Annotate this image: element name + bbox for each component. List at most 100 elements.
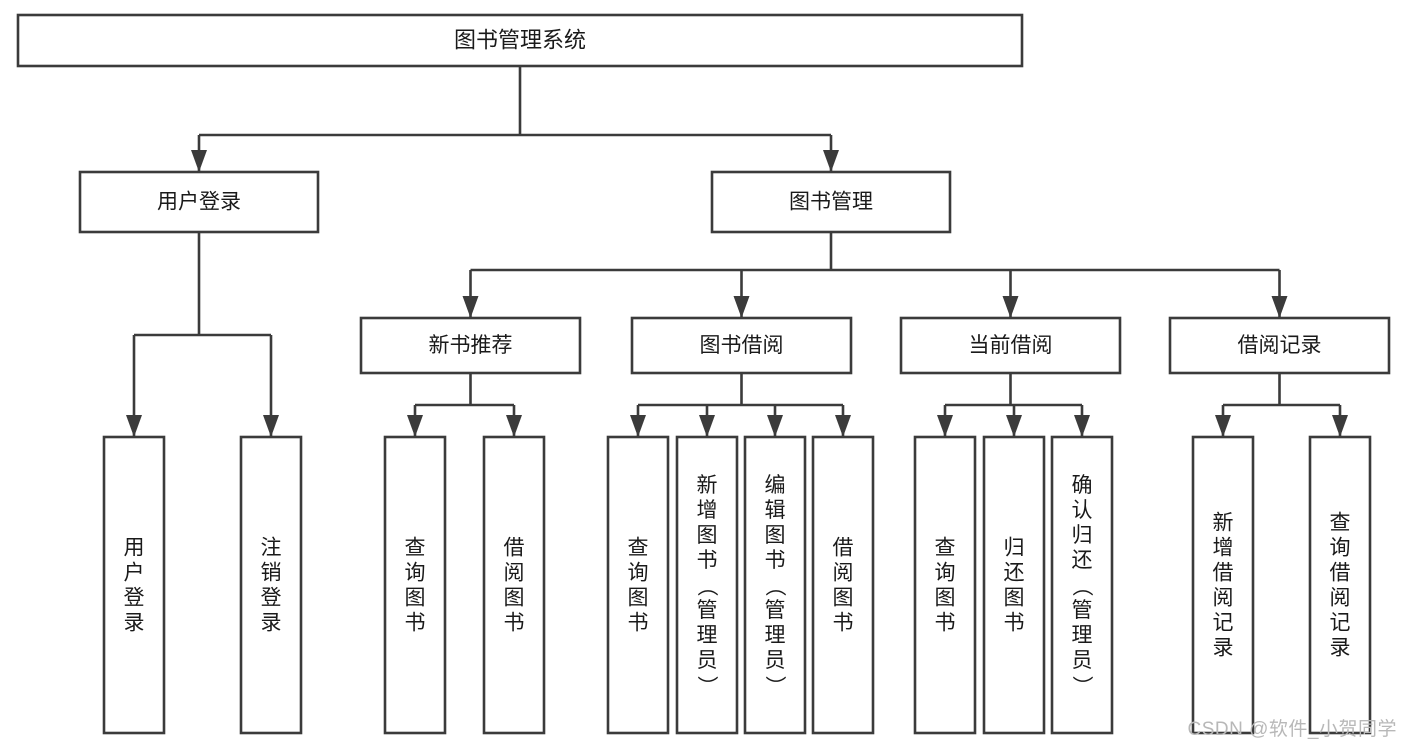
svg-text:询: 询: [935, 562, 956, 585]
node-level3-current-borrow[interactable]: 当前借阅: [899, 316, 1122, 375]
arrow-head-icon: [630, 415, 646, 437]
svg-text:认: 认: [1072, 499, 1093, 522]
svg-text:阅: 阅: [1330, 587, 1351, 610]
node-rect[interactable]: [743, 435, 807, 735]
svg-text:借: 借: [1213, 562, 1234, 585]
node-label: 当前借阅: [969, 334, 1053, 357]
svg-text:管: 管: [765, 599, 786, 622]
svg-text:图: 图: [405, 587, 426, 610]
svg-text:记: 记: [1213, 612, 1234, 635]
svg-text:（: （: [1070, 576, 1093, 597]
node-rect[interactable]: [675, 435, 739, 735]
svg-text:还: 还: [1004, 562, 1025, 585]
arrow-head-icon: [1006, 415, 1022, 437]
svg-text:管: 管: [697, 599, 718, 622]
svg-text:（: （: [763, 576, 786, 597]
node-rect[interactable]: [482, 435, 546, 735]
svg-text:）: ）: [695, 676, 718, 697]
svg-text:登: 登: [124, 587, 145, 610]
node-leaf-leaf-user-login[interactable]: 用户登录: [102, 435, 166, 735]
arrow-head-icon: [1074, 415, 1090, 437]
svg-text:阅: 阅: [833, 562, 854, 585]
arrow-head-icon: [1332, 415, 1348, 437]
node-rect[interactable]: [811, 435, 875, 735]
svg-text:新: 新: [1213, 512, 1234, 535]
svg-text:书: 书: [1004, 612, 1025, 635]
node-level3-book-borrow[interactable]: 图书借阅: [630, 316, 853, 375]
arrow-head-icon: [1215, 415, 1231, 437]
node-rect[interactable]: [359, 316, 582, 375]
arrow-head-icon: [699, 415, 715, 437]
svg-text:员: 员: [765, 649, 786, 672]
svg-text:图: 图: [628, 587, 649, 610]
svg-text:理: 理: [1072, 624, 1093, 647]
node-rect[interactable]: [1050, 435, 1114, 735]
svg-text:询: 询: [628, 562, 649, 585]
node-rect[interactable]: [383, 435, 447, 735]
node-label: 借阅记录: [1238, 334, 1322, 357]
node-rect[interactable]: [1191, 435, 1255, 735]
node-rect[interactable]: [1308, 435, 1372, 735]
connector-layer: [126, 66, 1348, 437]
arrow-head-icon: [835, 415, 851, 437]
svg-text:图: 图: [697, 524, 718, 547]
node-rect[interactable]: [899, 316, 1122, 375]
svg-text:查: 查: [1330, 512, 1351, 535]
node-level2-book-management[interactable]: 图书管理: [710, 170, 952, 234]
arrow-head-icon: [937, 415, 953, 437]
svg-text:阅: 阅: [504, 562, 525, 585]
svg-text:借: 借: [504, 537, 525, 560]
svg-text:归: 归: [1072, 524, 1093, 547]
node-rect[interactable]: [606, 435, 670, 735]
svg-text:登: 登: [261, 587, 282, 610]
svg-text:用: 用: [124, 537, 145, 560]
svg-text:增: 增: [1213, 537, 1234, 560]
arrow-head-icon: [823, 150, 839, 172]
node-rect[interactable]: [913, 435, 977, 735]
svg-text:记: 记: [1330, 612, 1351, 635]
node-label: 用户登录: [157, 191, 241, 214]
node-rect[interactable]: [710, 170, 952, 234]
node-label: 用户登录: [124, 537, 145, 635]
node-rect[interactable]: [16, 13, 1024, 68]
svg-text:录: 录: [124, 612, 145, 635]
node-root[interactable]: 图书管理系统: [16, 13, 1024, 68]
arrow-head-icon: [191, 150, 207, 172]
node-rect[interactable]: [1168, 316, 1391, 375]
node-rect[interactable]: [239, 435, 303, 735]
node-level2-user-login[interactable]: 用户登录: [78, 170, 320, 234]
svg-text:管: 管: [1072, 599, 1093, 622]
arrow-head-icon: [1002, 296, 1019, 318]
svg-text:注: 注: [261, 537, 282, 560]
node-level3-borrow-record[interactable]: 借阅记录: [1168, 316, 1391, 375]
arrow-head-icon: [462, 296, 479, 318]
svg-text:书: 书: [405, 612, 426, 635]
node-rect[interactable]: [102, 435, 166, 735]
svg-text:书: 书: [935, 612, 956, 635]
node-level3-new-book-recommend[interactable]: 新书推荐: [359, 316, 582, 375]
svg-text:图: 图: [504, 587, 525, 610]
node-rect[interactable]: [630, 316, 853, 375]
svg-text:查: 查: [405, 537, 426, 560]
node-rect[interactable]: [78, 170, 320, 234]
svg-text:户: 户: [124, 562, 145, 585]
node-rect[interactable]: [982, 435, 1046, 735]
svg-text:编: 编: [765, 474, 786, 497]
svg-text:书: 书: [833, 612, 854, 635]
